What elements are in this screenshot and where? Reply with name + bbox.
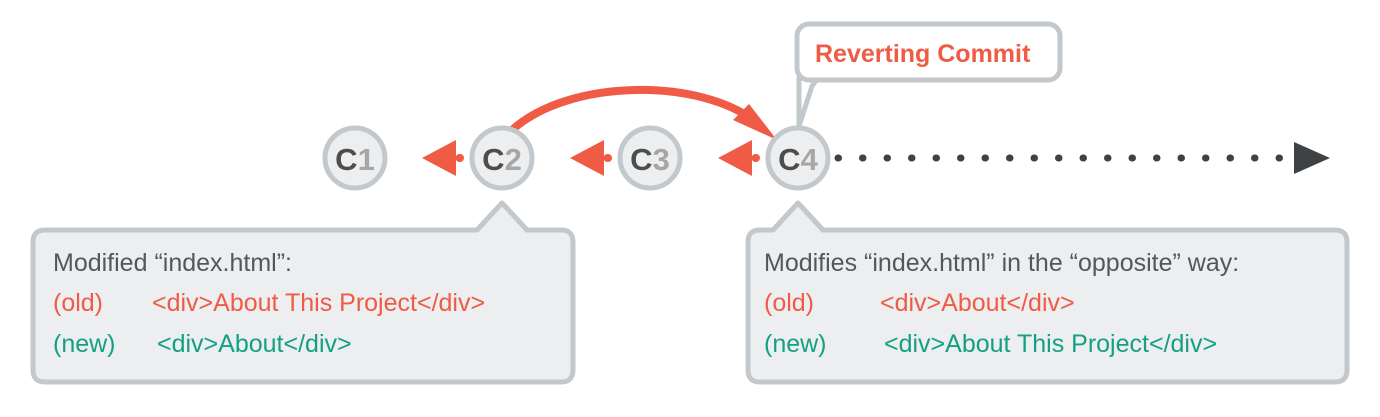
revert-callout-box: [794, 21, 1063, 83]
callout-left[interactable]: Modified “index.html”: (old) <div>About …: [30, 200, 576, 385]
timeline-arrowhead-icon: [1294, 142, 1330, 174]
commit-number-c1: 1: [358, 142, 375, 177]
parent-arrowhead-c2-c1-icon: [422, 140, 456, 176]
timeline-trail: [834, 142, 1330, 174]
parent-arrow-c4-to-c3: [718, 140, 760, 176]
parent-arrow-c2-to-c1: [422, 140, 464, 176]
commit-label-c4: C4: [778, 142, 818, 177]
callout-right-row-0-tag: (old): [764, 289, 814, 317]
callout-left-row-0-code: <div>About This Project</div>: [152, 289, 485, 317]
commit-prefix-c4: C: [778, 142, 800, 177]
callout-right-row-1-code: <div>About This Project</div>: [884, 330, 1217, 358]
revert-arc-arrow: [508, 85, 777, 140]
commit-prefix-c3: C: [630, 142, 652, 177]
commit-prefix-c2: C: [482, 142, 504, 177]
commit-node-c2[interactable]: C2: [469, 125, 535, 191]
commit-node-c3[interactable]: C3: [617, 125, 683, 191]
parent-arrowhead-c3-c2-icon: [570, 140, 604, 176]
callout-left-row-1-code: <div>About</div>: [157, 330, 352, 358]
commit-circle-c1: [322, 125, 388, 191]
commit-number-c3: 3: [653, 142, 670, 177]
callout-left-row-0-tag: (old): [53, 289, 103, 317]
callout-right-row-0-code: <div>About</div>: [880, 289, 1075, 317]
commit-circle-c3: [617, 125, 683, 191]
revert-commit-callout[interactable]: Reverting Commit: [794, 21, 1063, 129]
commit-label-c1: C1: [335, 142, 375, 177]
callout-right-title: Modifies “index.html” in the “opposite” …: [764, 249, 1239, 277]
commit-node-c1[interactable]: C1: [322, 125, 388, 191]
revert-arc-arrowhead-icon: [733, 104, 777, 140]
commit-label-c3: C3: [630, 142, 670, 177]
callout-right[interactable]: Modifies “index.html” in the “opposite” …: [745, 200, 1350, 385]
callout-left-title: Modified “index.html”:: [53, 249, 292, 277]
callout-left-row-1-tag: (new): [53, 330, 116, 358]
parent-arrowhead-c4-c3-icon: [718, 140, 752, 176]
callout-right-bubble: [745, 200, 1350, 385]
commit-prefix-c1: C: [335, 142, 357, 177]
commit-number-c2: 2: [505, 142, 522, 177]
revert-callout-tail: [796, 75, 821, 129]
revert-callout-label: Reverting Commit: [815, 40, 1031, 68]
commit-circle-c4: [765, 125, 831, 191]
commit-circle-c2: [469, 125, 535, 191]
commit-label-c2: C2: [482, 142, 522, 177]
commit-node-c4[interactable]: C4: [765, 125, 831, 191]
callout-left-bubble: [30, 200, 576, 385]
commit-number-c4: 4: [801, 142, 819, 177]
parent-arrow-c3-to-c2: [570, 140, 612, 176]
revert-arc-path: [508, 85, 760, 134]
callout-right-row-1-tag: (new): [764, 330, 827, 358]
